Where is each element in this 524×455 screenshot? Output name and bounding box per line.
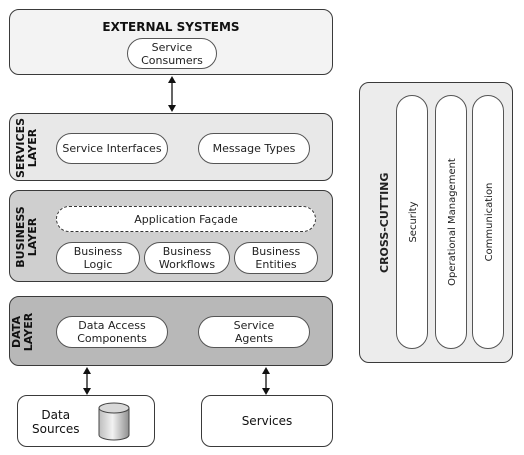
data-access-components-box: Data Access Components — [56, 316, 168, 348]
business-layer-label: BUSINESS LAYER — [14, 206, 39, 268]
application-facade-box: Application Façade — [56, 206, 316, 232]
external-services-arrow — [168, 76, 176, 112]
message-types-label: Message Types — [212, 142, 296, 155]
cross-cutting-title: CROSS-CUTTING — [378, 172, 391, 273]
service-agents-box: Service Agents — [198, 316, 310, 348]
application-facade-label: Application Façade — [134, 212, 238, 226]
service-agents-label: Service Agents — [233, 319, 275, 345]
business-entities-box: Business Entities — [234, 242, 318, 274]
services-arrow — [262, 367, 270, 395]
data-sources-panel: Data Sources — [17, 395, 155, 447]
service-consumers-box: Service Consumers — [127, 38, 217, 69]
services-panel: Services — [201, 395, 333, 447]
communication-box: Communication — [472, 95, 504, 349]
cross-cutting-panel: CROSS-CUTTING Security Operational Manag… — [359, 82, 513, 363]
data-layer-panel: DATA LAYER Data Access Components Servic… — [9, 296, 333, 366]
business-layer-panel: BUSINESS LAYER Application Façade Busine… — [9, 190, 333, 282]
business-entities-label: Business Entities — [251, 245, 301, 271]
data-layer-label: DATA LAYER — [10, 312, 35, 352]
data-sources-label: Data Sources — [32, 408, 80, 436]
services-label: Services — [241, 414, 293, 428]
security-box: Security — [396, 95, 428, 349]
operational-management-label: Operational Management — [447, 158, 458, 286]
services-layer-label: SERVICES LAYER — [14, 117, 39, 179]
security-label: Security — [408, 201, 419, 243]
services-layer-panel: SERVICES LAYER Service Interfaces Messag… — [9, 113, 333, 181]
service-interfaces-label: Service Interfaces — [62, 142, 162, 155]
data-sources-arrow — [83, 367, 91, 395]
service-consumers-label: Service Consumers — [141, 40, 203, 67]
communication-label: Communication — [484, 182, 495, 262]
data-access-components-label: Data Access Components — [77, 319, 147, 345]
message-types-box: Message Types — [198, 133, 310, 164]
external-systems-panel: EXTERNAL SYSTEMS Service Consumers — [9, 9, 333, 75]
business-logic-label: Business Logic — [73, 245, 123, 271]
business-workflows-label: Business Workflows — [158, 245, 216, 271]
operational-management-box: Operational Management — [435, 95, 467, 349]
business-workflows-box: Business Workflows — [144, 242, 230, 274]
service-interfaces-box: Service Interfaces — [56, 133, 168, 164]
business-logic-box: Business Logic — [56, 242, 140, 274]
database-icon — [98, 402, 130, 441]
external-systems-title: EXTERNAL SYSTEMS — [102, 20, 240, 34]
